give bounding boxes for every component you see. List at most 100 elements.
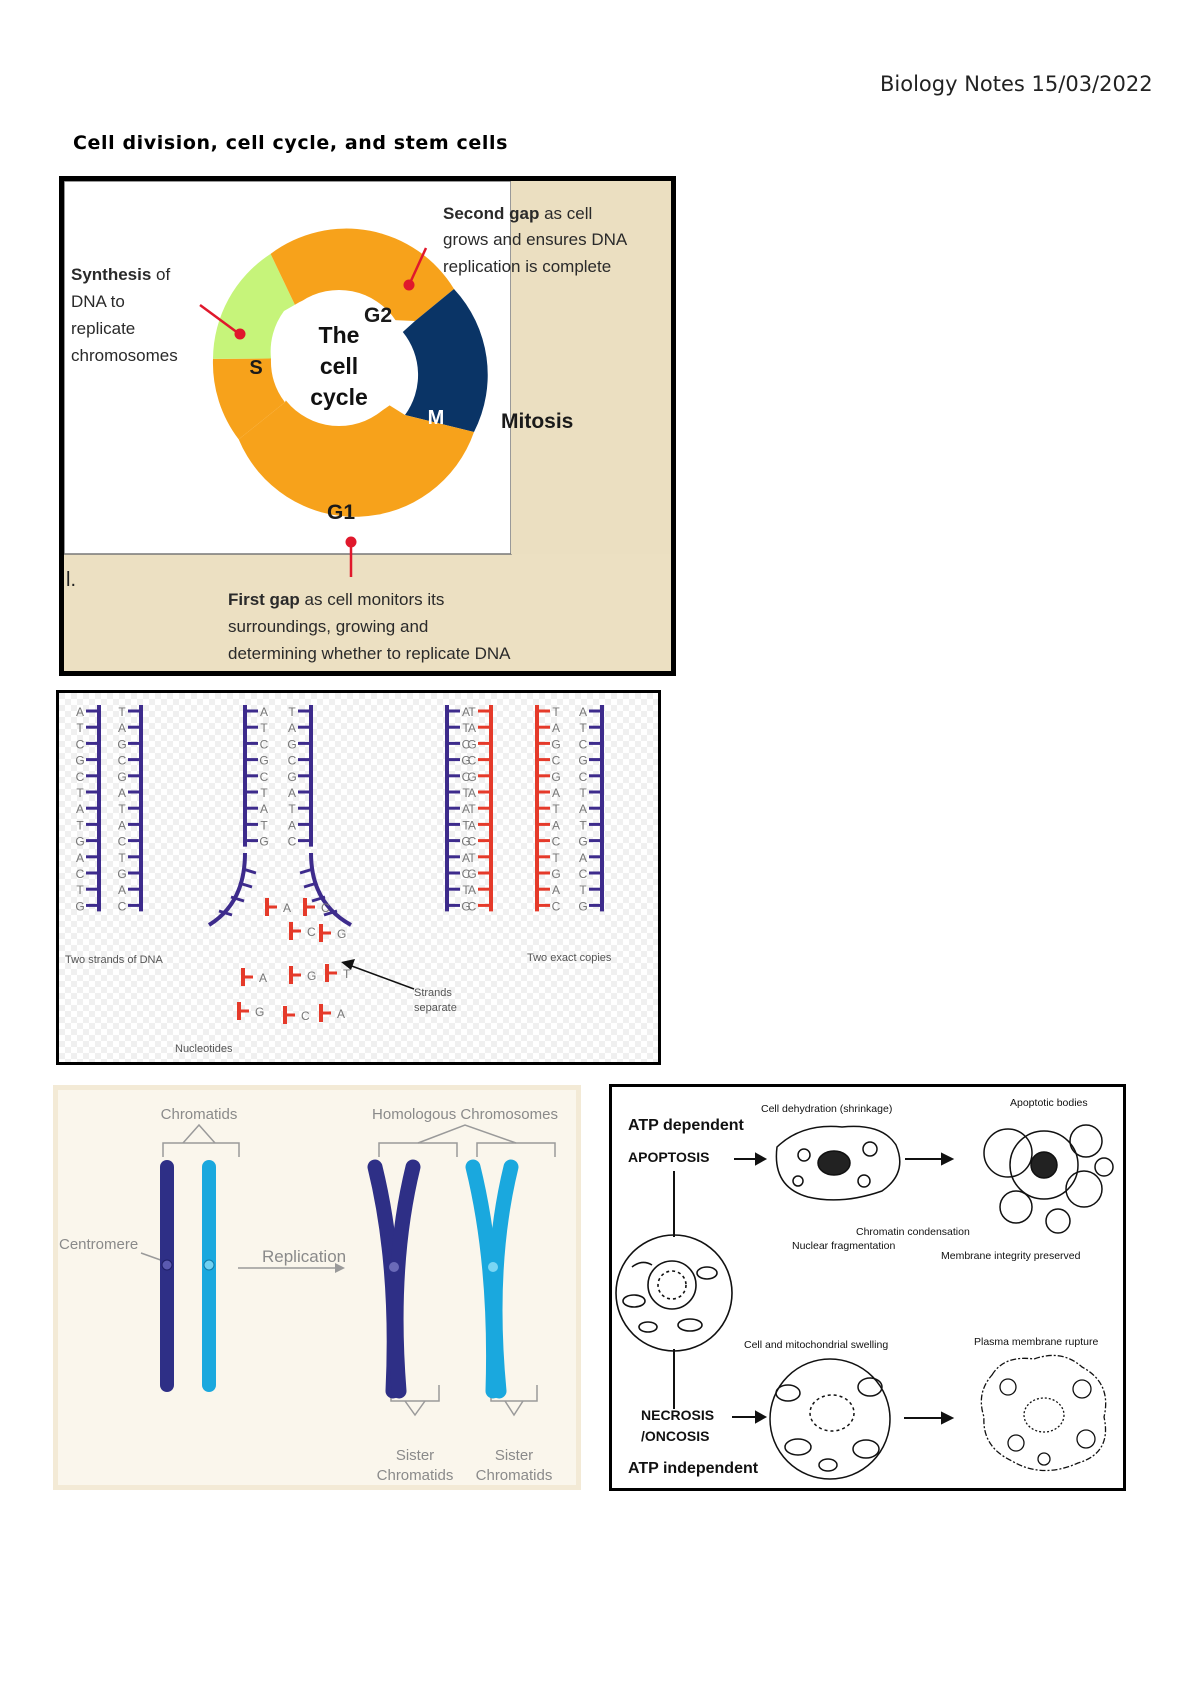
first-gap-line-2: determining whether to replicate DNA: [228, 644, 511, 663]
centromere-x-dark: [389, 1262, 399, 1272]
base-letter: C: [579, 867, 588, 881]
base-letter: G: [117, 867, 126, 881]
base-letter: A: [288, 721, 296, 735]
brackets: [162, 1123, 556, 1417]
base-letter: A: [468, 786, 476, 800]
base-letter: C: [579, 737, 588, 751]
base-tick: [303, 881, 318, 889]
free-nucleotide: C: [283, 1006, 310, 1024]
base-letter: T: [76, 721, 84, 735]
synthesis-line-2: replicate: [71, 319, 135, 338]
second-gap-bold: Second gap: [443, 204, 539, 223]
synthesis-bold: Synthesis: [71, 265, 151, 284]
base-letter: G: [461, 754, 470, 768]
free-nucleotide: C: [289, 922, 316, 940]
base-letter: C: [76, 867, 85, 881]
chromosome-figure: Chromatids Homologous Chromosomes Centro…: [53, 1085, 581, 1490]
base-tick: [323, 909, 338, 917]
two-strands-label: Two strands of DNA: [65, 954, 163, 966]
apoptotic-bodies-label: Apoptotic bodies: [1010, 1097, 1088, 1109]
g1-label: G1: [327, 501, 355, 524]
base-letter: A: [579, 705, 587, 719]
base-letter: T: [468, 705, 476, 719]
base-tick: [299, 867, 314, 875]
base-letter: G: [259, 754, 268, 768]
base-letter: A: [552, 883, 560, 897]
cell-death-figure: ATP dependent APOPTOSIS Cell dehydration…: [609, 1084, 1126, 1491]
base-letter: G: [578, 754, 587, 768]
second-gap-line-2: replication is complete: [443, 257, 611, 276]
m-segment: [402, 289, 488, 432]
fork-right-curve: [309, 852, 352, 927]
base-letter: G: [287, 770, 296, 784]
synthesis-line-3: chromosomes: [71, 346, 178, 365]
base-letter: A: [462, 851, 470, 865]
cell-swelling-label: Cell and mitochondrial swelling: [744, 1339, 888, 1351]
death-arrows: [673, 1152, 955, 1425]
sister-label-2: Sister: [495, 1447, 533, 1464]
free-nucleotide: A: [319, 1004, 345, 1022]
cycle-ring: [212, 228, 488, 517]
base-letter: C: [118, 835, 127, 849]
base-letter: G: [461, 899, 470, 913]
second-gap-rest: as cell: [539, 204, 592, 223]
free-nucleotide: G: [237, 1002, 264, 1020]
base-letter: T: [118, 705, 126, 719]
base-letter: G: [287, 737, 296, 751]
center-line-3: cycle: [310, 384, 368, 410]
base-letter: A: [468, 883, 476, 897]
centromere-dark: [161, 1259, 173, 1271]
necrosis-label: NECROSIS: [641, 1407, 714, 1423]
base-letter: G: [461, 835, 470, 849]
s-label: S: [249, 357, 262, 379]
g2-label: G2: [364, 304, 392, 327]
base-tick: [311, 895, 326, 903]
base-letter: T: [552, 802, 560, 816]
base-tick: [218, 909, 233, 917]
base-letter: A: [579, 802, 587, 816]
free-nucleotide: T: [325, 964, 351, 982]
base-letter: C: [468, 899, 477, 913]
second-gap-note: Second gap as cell: [443, 204, 592, 223]
plasma-rupture-label: Plasma membrane rupture: [974, 1336, 1098, 1348]
base-letter: G: [467, 867, 476, 881]
g1-pointer-dot: [345, 536, 357, 548]
sister-chromatids-label-2: Chromatids: [476, 1467, 553, 1484]
dna-svg: ATCGCTATGACTGTAGCGATACTGACATCGCTATGTAGCG…: [59, 693, 658, 1062]
base-tick: [242, 867, 257, 875]
base-letter: A: [118, 786, 126, 800]
margin-mark: l.: [66, 569, 76, 591]
fork-left-curve: [207, 852, 247, 927]
ruptured-cell: [980, 1354, 1107, 1472]
base-letter: A: [118, 721, 126, 735]
base-letter: G: [551, 737, 560, 751]
first-gap-bold: First gap: [228, 590, 300, 609]
first-gap-rest: as cell monitors its: [300, 590, 445, 609]
base-letter: T: [260, 786, 268, 800]
sister-chromatids-label-1: Chromatids: [377, 1467, 454, 1484]
replication-label: Replication: [262, 1247, 346, 1266]
base-letter: T: [118, 802, 126, 816]
base-letter: C: [468, 835, 477, 849]
centromere-x-light: [488, 1262, 498, 1272]
atp-independent-label: ATP independent: [628, 1460, 759, 1477]
base-letter: C: [260, 737, 269, 751]
base-letter: A: [468, 721, 476, 735]
apoptosis-label: APOPTOSIS: [628, 1149, 709, 1165]
replication-arrow-head: [335, 1263, 345, 1273]
base-letter: T: [462, 786, 470, 800]
base-letter: T: [579, 721, 587, 735]
base-letter: G: [259, 835, 268, 849]
second-gap-line-1: grows and ensures DNA: [443, 230, 628, 249]
base-letter: T: [260, 721, 268, 735]
strands-separate-label-2: separate: [414, 1002, 457, 1014]
center-line-2: cell: [320, 353, 358, 379]
base-letter: C: [307, 925, 316, 939]
base-letter: T: [468, 802, 476, 816]
center-line-1: The: [319, 322, 360, 348]
